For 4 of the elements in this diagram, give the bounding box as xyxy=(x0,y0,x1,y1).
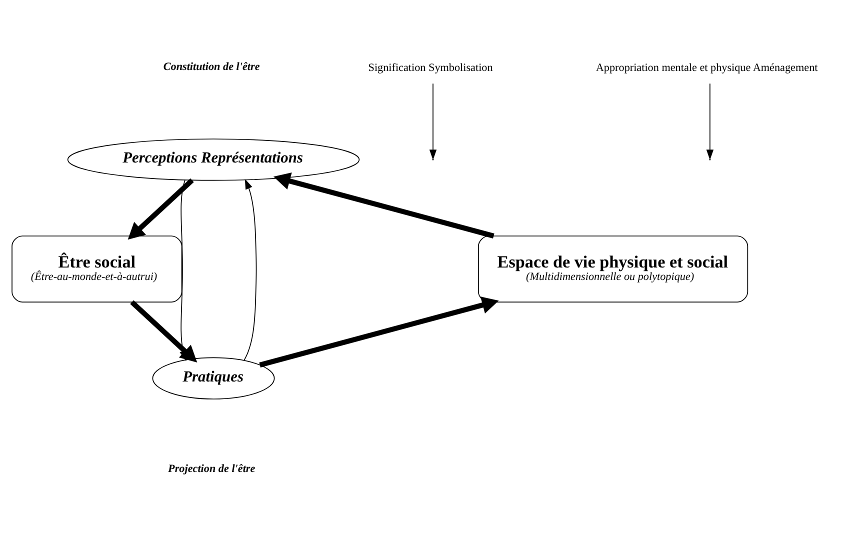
node-text: Signification Symbolisation xyxy=(368,62,493,74)
node-text: Appropriation mentale et physique Aménagement xyxy=(596,62,818,74)
label: Projection de l'être xyxy=(168,463,256,476)
label: Constitution de l'être xyxy=(163,60,260,73)
